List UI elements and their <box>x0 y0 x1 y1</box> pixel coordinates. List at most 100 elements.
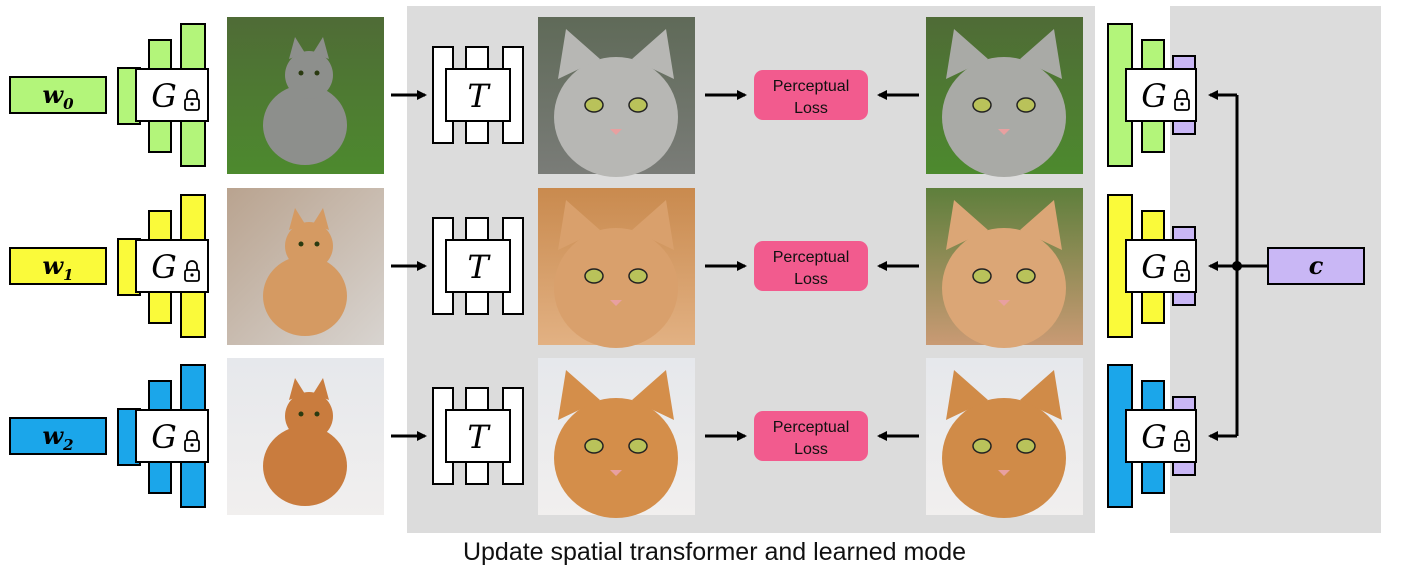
cat-head <box>285 392 333 440</box>
caption: Update spatial transformer and learned m… <box>462 538 967 566</box>
cat-body <box>263 256 347 336</box>
cat-eye <box>972 268 992 284</box>
frozen-generator-right: G <box>1107 364 1197 508</box>
cat-nose <box>998 129 1010 135</box>
latent-w-subscript: 2 <box>62 436 73 454</box>
target-photo <box>926 17 1083 177</box>
cat-nose <box>998 470 1010 476</box>
frozen-generator-right: G <box>1107 23 1197 167</box>
cat-eye <box>584 268 604 284</box>
cat-head <box>942 57 1066 177</box>
cat-body <box>263 426 347 506</box>
generator-label: G <box>151 418 177 456</box>
frozen-generator-left: G <box>117 23 209 167</box>
lock-keyhole <box>190 443 194 447</box>
cat-eye <box>628 268 648 284</box>
latent-w-base: w <box>42 80 64 109</box>
cat-eye <box>314 241 320 247</box>
mode-c-box: c <box>1267 247 1365 285</box>
cat-eye <box>298 70 304 76</box>
cat-head <box>285 51 333 99</box>
cat-ears <box>946 29 1062 79</box>
cat-ears <box>558 200 674 250</box>
loss-rect <box>754 411 868 461</box>
lock-icon <box>1174 260 1190 282</box>
latent-w-subscript: 1 <box>63 266 73 284</box>
cat-eye <box>628 438 648 454</box>
sample-photo <box>227 17 384 174</box>
spatial-transformer: T <box>432 217 524 315</box>
sample-photo <box>227 188 384 345</box>
cat-eye <box>972 97 992 113</box>
cat-head <box>554 57 678 177</box>
cat-head <box>285 222 333 270</box>
lock-shackle <box>1176 89 1188 99</box>
cat-eye <box>1016 438 1036 454</box>
generator-label: G <box>151 248 177 286</box>
transformer-box <box>445 239 511 293</box>
cat-eye <box>1016 268 1036 284</box>
latent-w-base: w <box>42 251 64 280</box>
mode-c-label: c <box>1309 251 1324 280</box>
cat-nose <box>610 129 622 135</box>
generator-box <box>135 409 209 463</box>
mode-connector <box>1208 90 1267 441</box>
lock-shackle <box>1176 430 1188 440</box>
lock-keyhole <box>190 273 194 277</box>
cat-nose <box>998 300 1010 306</box>
lock-keyhole <box>1180 443 1184 447</box>
loss-label-line2: Loss <box>794 441 828 458</box>
transformed-photo <box>538 188 695 348</box>
loss-label-line1: Perceptual <box>773 419 850 436</box>
loss-rect <box>754 70 868 120</box>
cat-eye <box>1016 97 1036 113</box>
transformer-box <box>445 68 511 122</box>
cat-ears <box>289 208 329 230</box>
frozen-generator-left: G <box>117 194 209 338</box>
transformer-label: T <box>467 248 491 286</box>
transformer-label: T <box>467 77 491 115</box>
loss-rect <box>754 241 868 291</box>
lock-icon <box>184 89 200 111</box>
latent-w-box: w0 <box>9 76 107 114</box>
cat-eye <box>584 438 604 454</box>
spatial-transformer: T <box>432 46 524 144</box>
cat-eye <box>298 241 304 247</box>
lock-shackle <box>186 430 198 440</box>
cat-ears <box>289 378 329 400</box>
cat-ears <box>558 29 674 79</box>
loss-label-line1: Perceptual <box>773 249 850 266</box>
transformer-box <box>445 409 511 463</box>
generator-label: G <box>151 77 177 115</box>
latent-w-subscript: 0 <box>63 95 74 113</box>
lock-shackle <box>1176 260 1188 270</box>
lock-icon <box>184 430 200 452</box>
spatial-transformer: T <box>432 387 524 485</box>
cat-eye <box>314 70 320 76</box>
cat-head <box>942 398 1066 518</box>
cat-nose <box>610 300 622 306</box>
sample-photo <box>227 358 384 515</box>
generator-box <box>135 68 209 122</box>
cat-ears <box>558 370 674 420</box>
generator-label: G <box>1141 418 1167 456</box>
cat-nose <box>610 470 622 476</box>
cat-ears <box>946 370 1062 420</box>
branch-junction-dot <box>1232 261 1242 271</box>
latent-w-base: w <box>42 421 64 450</box>
cat-eye <box>628 97 648 113</box>
loss-label-line1: Perceptual <box>773 78 850 95</box>
generator-box <box>1125 409 1197 463</box>
cat-head <box>554 228 678 348</box>
loss-label-line2: Loss <box>794 100 828 117</box>
transformed-photo <box>538 17 695 177</box>
cat-ears <box>946 200 1062 250</box>
latent-w-label: w1 <box>42 251 73 284</box>
lock-keyhole <box>1180 102 1184 106</box>
latent-w-rect <box>9 76 107 114</box>
